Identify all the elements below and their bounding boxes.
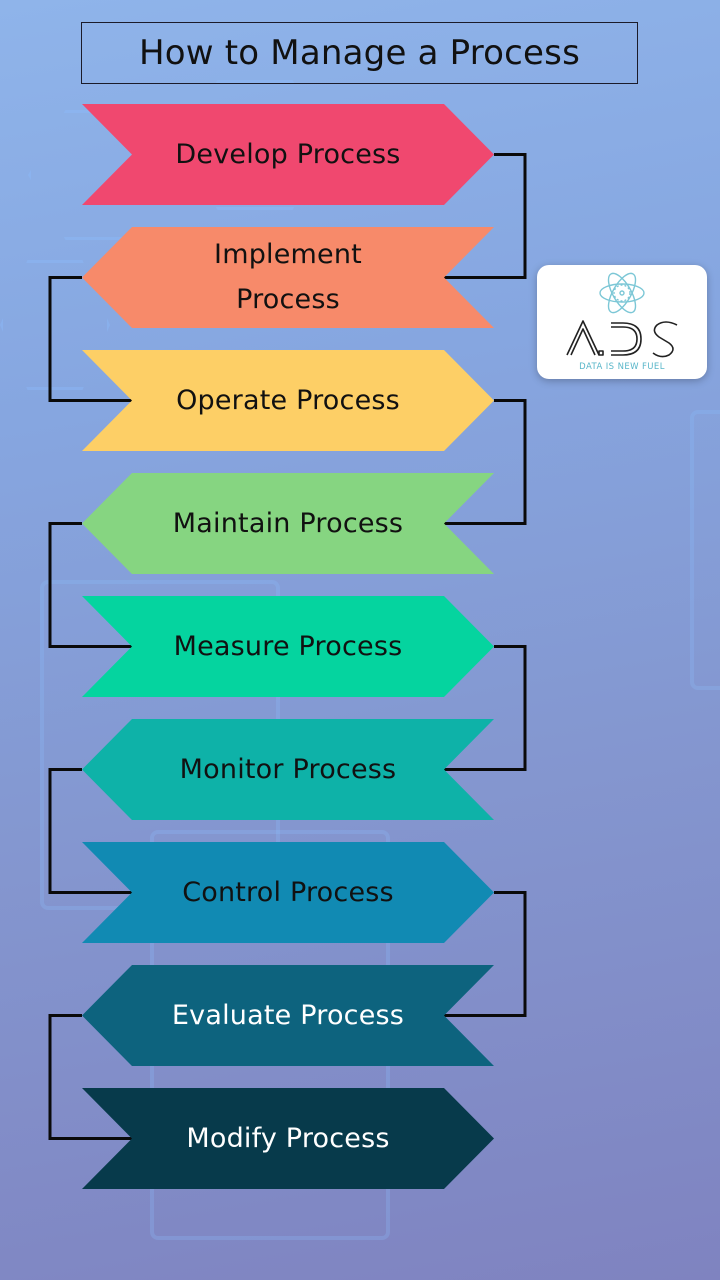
- step-connector: [444, 153, 527, 279]
- title-box: How to Manage a Process: [81, 22, 638, 84]
- step-chevron: [82, 227, 494, 328]
- step-chevron: [82, 596, 494, 697]
- step-chevron: [82, 473, 494, 574]
- atom-logo-icon: [599, 272, 645, 314]
- step-chevron: [82, 350, 494, 451]
- page-title: How to Manage a Process: [138, 33, 580, 73]
- step-label: Monitor Process: [179, 753, 397, 785]
- step-chevron: [82, 842, 494, 943]
- step-connector: [48, 522, 132, 648]
- step-connector: [48, 768, 132, 894]
- step-connector: [444, 399, 527, 525]
- step-label: Implement Process: [214, 238, 362, 315]
- step-label: Control Process: [182, 876, 394, 908]
- step-chevron: [82, 719, 494, 820]
- ads-logo-card: DATA IS NEW FUEL: [537, 265, 707, 379]
- step-label: Develop Process: [175, 138, 401, 170]
- step-chevron: [82, 965, 494, 1066]
- step-connector: [48, 276, 132, 402]
- step-connector: [48, 1014, 132, 1140]
- step-label: Evaluate Process: [171, 999, 405, 1031]
- ads-logo-lettering: [566, 320, 678, 358]
- logo-tagline: DATA IS NEW FUEL: [579, 362, 665, 372]
- step-connector: [444, 645, 527, 771]
- step-chevron: [82, 1088, 494, 1189]
- step-label: Operate Process: [176, 384, 400, 416]
- step-label: Maintain Process: [172, 507, 404, 539]
- step-label: Modify Process: [186, 1122, 390, 1154]
- step-chevron: [82, 104, 494, 205]
- step-connector: [444, 891, 527, 1017]
- step-label: Measure Process: [173, 630, 403, 662]
